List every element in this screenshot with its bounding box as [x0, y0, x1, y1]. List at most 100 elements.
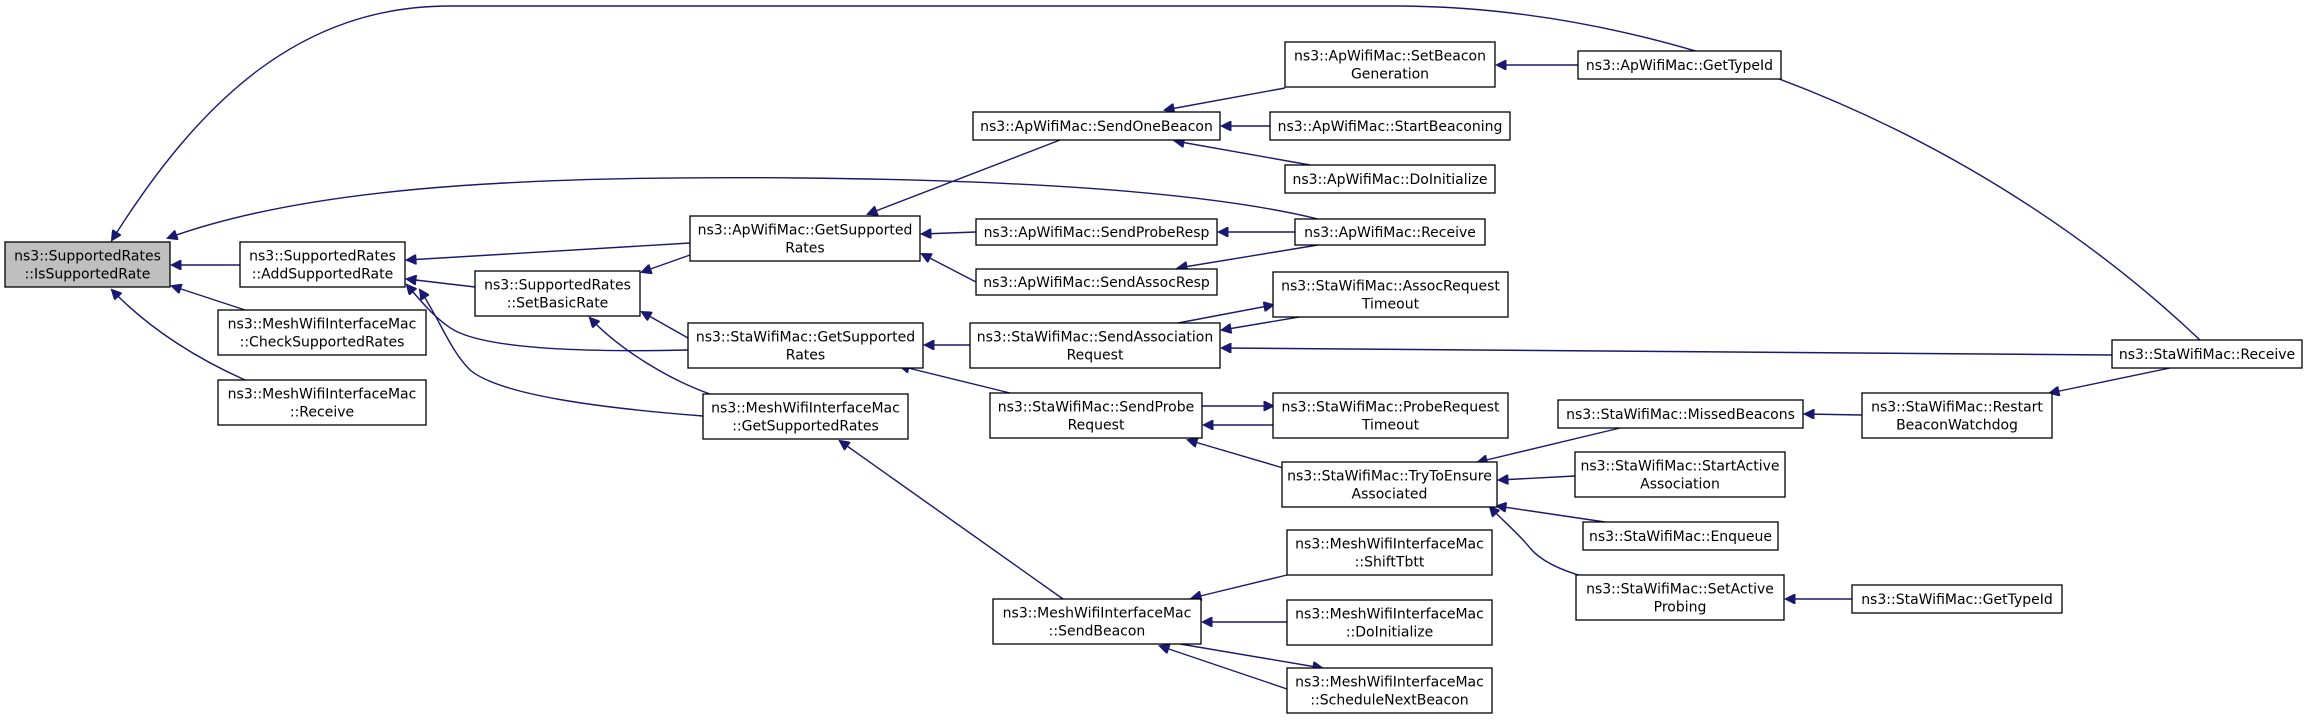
edge-n5-to-n1 [407, 242, 691, 260]
graph-node-n5[interactable]: ns3::ApWifiMac::GetSupportedRates [689, 215, 921, 262]
edge-n25-to-n0 [112, 5, 2201, 341]
graph-node-n23[interactable]: ns3::MeshWifiInterfaceMac::ScheduleNextB… [1286, 667, 1493, 714]
node-box[interactable] [1281, 461, 1498, 508]
graph-node-n7[interactable]: ns3::MeshWifiInterfaceMac::GetSupportedR… [702, 393, 909, 440]
graph-node-n2[interactable]: ns3::MeshWifiInterfaceMac::CheckSupporte… [217, 309, 427, 356]
node-box[interactable] [689, 215, 921, 262]
edge-n17-to-n10 [1178, 244, 1319, 268]
node-box[interactable] [1294, 218, 1486, 246]
graph-node-n9[interactable]: ns3::ApWifiMac::SendProbeResp [975, 218, 1218, 246]
node-label: ns3::MeshWifiInterfaceMac [228, 317, 417, 333]
node-box[interactable] [1284, 164, 1496, 194]
node-box[interactable] [2111, 339, 2303, 369]
edge-n25-to-n30 [2050, 367, 2171, 393]
node-box[interactable] [217, 379, 427, 426]
node-box[interactable] [1269, 111, 1511, 141]
graph-node-n0[interactable]: ns3::SupportedRates::IsSupportedRate [4, 241, 171, 288]
node-label: ns3::StaWifiMac::MissedBeacons [1566, 407, 1795, 423]
node-box[interactable] [217, 309, 427, 356]
node-label: ns3::StaWifiMac::Enqueue [1589, 529, 1772, 545]
node-box[interactable] [972, 111, 1221, 141]
graph-node-n15[interactable]: ns3::ApWifiMac::StartBeaconing [1269, 111, 1511, 141]
node-box[interactable] [1284, 41, 1496, 88]
graph-node-n1[interactable]: ns3::SupportedRates::AddSupportedRate [239, 241, 406, 288]
node-box[interactable] [1272, 392, 1509, 439]
node-box[interactable] [1557, 399, 1804, 429]
graph-node-n21[interactable]: ns3::MeshWifiInterfaceMac::ShiftTbtt [1286, 529, 1493, 576]
node-label: Timeout [1361, 418, 1420, 434]
graph-node-n28[interactable]: ns3::StaWifiMac::Enqueue [1582, 521, 1779, 551]
node-box[interactable] [975, 268, 1218, 296]
node-box[interactable] [989, 392, 1203, 439]
node-box[interactable] [1575, 574, 1785, 621]
node-box[interactable] [992, 598, 1202, 645]
node-label: ns3::MeshWifiInterfaceMac [1003, 606, 1192, 622]
node-box[interactable] [1582, 521, 1779, 551]
graph-node-n8[interactable]: ns3::ApWifiMac::SendOneBeacon [972, 111, 1221, 141]
node-box[interactable] [1577, 50, 1782, 80]
node-label: ns3::ApWifiMac::SendProbeResp [984, 225, 1210, 241]
node-box[interactable] [1851, 584, 2063, 614]
node-label: ns3::StaWifiMac::GetSupported [696, 330, 915, 346]
graph-node-n16[interactable]: ns3::ApWifiMac::DoInitialize [1284, 164, 1496, 194]
node-label: ::GetSupportedRates [732, 419, 879, 435]
node-label: ns3::MeshWifiInterfaceMac [1295, 607, 1484, 623]
node-label: ns3::ApWifiMac::StartBeaconing [1278, 119, 1503, 135]
node-label: ns3::MeshWifiInterfaceMac [1295, 675, 1484, 691]
node-label: ns3::SupportedRates [484, 278, 631, 294]
node-label: ns3::StaWifiMac::AssocRequest [1281, 279, 1500, 295]
node-box[interactable] [4, 241, 171, 288]
node-label: ::AddSupportedRate [252, 267, 393, 283]
graph-node-n26[interactable]: ns3::StaWifiMac::MissedBeacons [1557, 399, 1804, 429]
node-label: ns3::SupportedRates [249, 249, 396, 265]
node-box[interactable] [1286, 529, 1493, 576]
graph-node-n31[interactable]: ns3::StaWifiMac::GetTypeId [1851, 584, 2063, 614]
node-label: ns3::StaWifiMac::SendProbe [998, 400, 1194, 416]
node-box[interactable] [239, 241, 406, 288]
node-box[interactable] [474, 270, 641, 317]
node-label: Rates [786, 348, 825, 364]
graph-node-n24[interactable]: ns3::ApWifiMac::GetTypeId [1577, 50, 1782, 80]
node-box[interactable] [1286, 599, 1493, 646]
node-label: ::ScheduleNextBeacon [1310, 693, 1468, 709]
node-label: ns3::StaWifiMac::StartActive [1580, 459, 1779, 475]
edge-n7-to-n4 [590, 318, 711, 395]
edge-n28-to-n20 [1497, 506, 1606, 523]
node-label: Request [1067, 348, 1124, 364]
edge-n8-to-n5 [868, 139, 1061, 214]
graph-node-n25[interactable]: ns3::StaWifiMac::Receive [2111, 339, 2303, 369]
graph-node-n4[interactable]: ns3::SupportedRates::SetBasicRate [474, 270, 641, 317]
graph-node-n3[interactable]: ns3::MeshWifiInterfaceMac::Receive [217, 379, 427, 426]
edges-layer [112, 5, 2201, 691]
node-label: ns3::ApWifiMac::GetTypeId [1586, 58, 1773, 74]
node-box[interactable] [702, 393, 909, 440]
node-box[interactable] [687, 322, 924, 369]
node-box[interactable] [969, 322, 1221, 369]
node-box[interactable] [1286, 667, 1493, 714]
edge-n30-to-n26 [1805, 414, 1863, 415]
graph-node-n6[interactable]: ns3::StaWifiMac::GetSupportedRates [687, 322, 924, 369]
node-box[interactable] [1861, 392, 2053, 439]
edge-n27-to-n20 [1499, 476, 1576, 480]
graph-node-n10[interactable]: ns3::ApWifiMac::SendAssocResp [975, 268, 1218, 296]
graph-node-n13[interactable]: ns3::MeshWifiInterfaceMac::SendBeacon [992, 598, 1202, 645]
graph-node-n17[interactable]: ns3::ApWifiMac::Receive [1294, 218, 1486, 246]
node-label: Request [1068, 418, 1125, 434]
graph-node-n22[interactable]: ns3::MeshWifiInterfaceMac::DoInitialize [1286, 599, 1493, 646]
node-box[interactable] [1272, 271, 1509, 318]
node-box[interactable] [975, 218, 1218, 246]
edge-n14-to-n8 [1165, 87, 1286, 110]
node-box[interactable] [1574, 451, 1786, 498]
edge-n12-to-n6 [900, 366, 1011, 394]
node-label: ns3::ApWifiMac::SetBeacon [1294, 49, 1486, 65]
